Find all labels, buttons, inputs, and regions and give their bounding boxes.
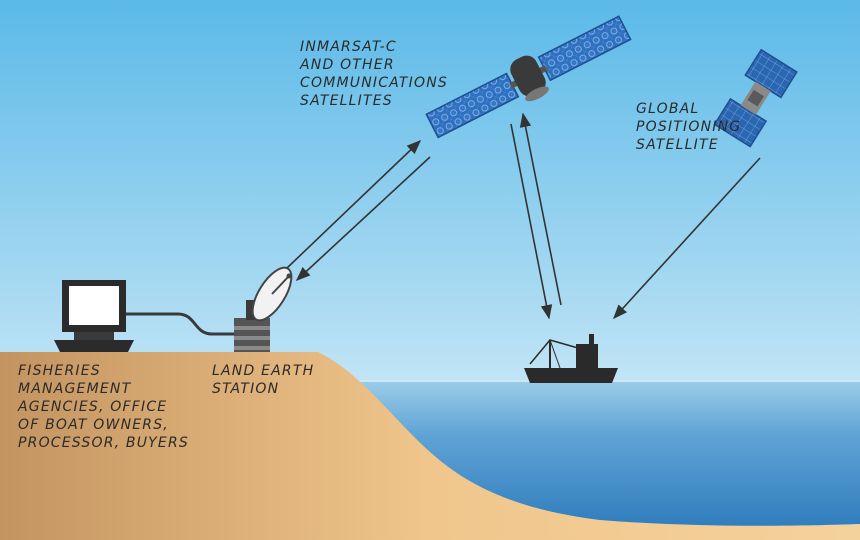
fishing-boat-icon [524, 334, 618, 383]
inmarsat-satellite-icon [425, 15, 632, 139]
inmarsat-satellite-label: INMARSAT-C AND OTHER COMMUNICATIONS SATE… [300, 39, 448, 109]
arrow-inmarsat-to-boat [510, 123, 553, 320]
gps-satellite-label: GLOBAL POSITIONING SATELLITE [636, 101, 742, 153]
cable [126, 312, 242, 336]
land-earth-station-label: LAND EARTH STATION [212, 363, 315, 397]
land [0, 352, 860, 540]
satellite-dish-icon [234, 266, 293, 352]
arrow-gps-to-boat [613, 157, 761, 320]
fisheries-management-label: FISHERIES MANAGEMENT AGENCIES, OFFICE OF… [18, 363, 189, 451]
arrow-inmarsat-to-station [295, 156, 431, 281]
arrow-station-to-inmarsat [286, 140, 422, 269]
computer-monitor-icon [54, 280, 134, 352]
gps-satellite-icon [713, 48, 798, 148]
arrow-boat-to-inmarsat [519, 112, 562, 306]
